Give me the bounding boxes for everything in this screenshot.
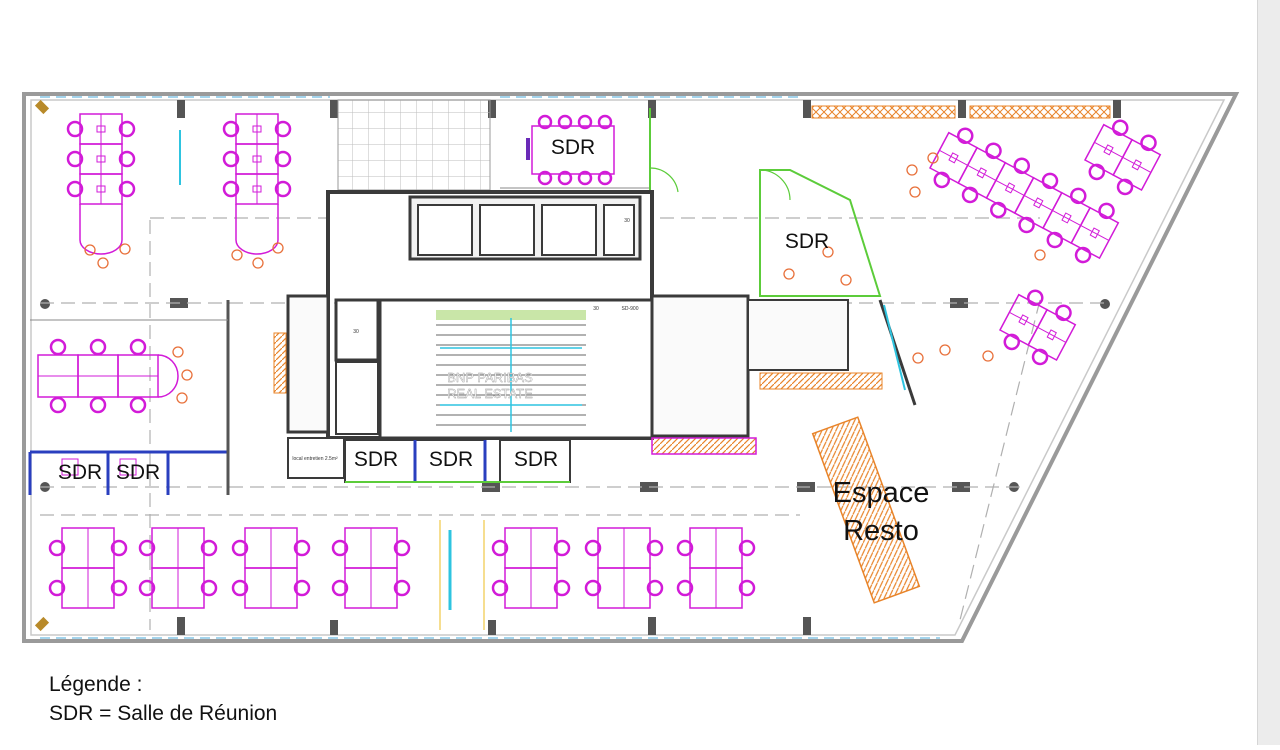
desk-cluster-bottom bbox=[231, 527, 311, 609]
desk-cluster-bottom bbox=[48, 527, 128, 609]
round-table-end-a bbox=[79, 204, 123, 255]
zone-label: Espace Resto bbox=[833, 477, 930, 547]
round-chair bbox=[906, 164, 918, 176]
round-table-end-b bbox=[235, 204, 279, 255]
round-chair bbox=[119, 243, 131, 255]
round-chair bbox=[84, 244, 96, 256]
watermark-line1: BNP PARIBAS bbox=[447, 370, 533, 385]
mark-room-2: 30 bbox=[593, 306, 599, 312]
sdr-label-right: SDR bbox=[785, 230, 829, 253]
round-chair bbox=[231, 249, 243, 261]
watermark: BNP PARIBAS REAL ESTATE bbox=[447, 370, 533, 401]
resto-bench bbox=[811, 416, 921, 604]
desk-cluster-bottom bbox=[138, 527, 218, 609]
round-chair bbox=[822, 246, 834, 258]
round-chair bbox=[272, 242, 284, 254]
desk-cluster-c bbox=[37, 338, 179, 414]
mark-room-3: SD-900 bbox=[622, 306, 639, 312]
scrollbar-gutter[interactable] bbox=[1257, 0, 1280, 745]
round-chair bbox=[783, 268, 795, 280]
round-chair bbox=[181, 369, 193, 381]
zone-label-line2: Resto bbox=[843, 515, 919, 547]
round-chair bbox=[252, 257, 264, 269]
sdr-label-core-3: SDR bbox=[514, 448, 558, 471]
desk-cluster-top-right bbox=[1083, 119, 1162, 196]
storage-label: local entretien 2.5m² bbox=[292, 456, 338, 462]
round-chair bbox=[927, 152, 939, 164]
sdr-label-core-1: SDR bbox=[354, 448, 398, 471]
furniture-layer bbox=[37, 113, 1162, 609]
core-marks: 30 30 30 SD-900 local entretien 2.5m² bbox=[292, 218, 638, 462]
small-table bbox=[61, 458, 79, 476]
legend-title: Légende : bbox=[49, 673, 143, 696]
round-chair bbox=[840, 274, 852, 286]
legend-entry: SDR = Salle de Réunion bbox=[49, 702, 278, 725]
desk-cluster-a bbox=[66, 113, 136, 205]
sdr-label-left-2: SDR bbox=[116, 461, 160, 484]
desk-cluster-bottom bbox=[331, 527, 411, 609]
sdr-top-table bbox=[526, 114, 615, 186]
round-chair bbox=[1034, 249, 1046, 261]
zone-label-line1: Espace bbox=[833, 477, 930, 509]
sdr-label-core-2: SDR bbox=[429, 448, 473, 471]
round-chair bbox=[939, 344, 951, 356]
desk-cluster-bottom bbox=[584, 527, 664, 609]
mark-room-1: 30 bbox=[353, 329, 359, 335]
desk-cluster-mid-right bbox=[998, 289, 1077, 366]
legend: Légende : SDR = Salle de Réunion bbox=[49, 670, 277, 728]
mark-lift-1: 30 bbox=[624, 218, 630, 224]
round-chair bbox=[172, 346, 184, 358]
small-table bbox=[119, 458, 137, 476]
sdr-label-left-1: SDR bbox=[58, 461, 102, 484]
grid-lines bbox=[40, 217, 1110, 630]
hatch-strips bbox=[273, 105, 1111, 394]
desk-cluster-bottom bbox=[676, 527, 756, 609]
round-chair bbox=[982, 350, 994, 362]
desk-cluster-b bbox=[222, 113, 292, 205]
sdr-label-top: SDR bbox=[551, 136, 595, 159]
central-core bbox=[286, 99, 849, 479]
watermark-line2: REAL ESTATE bbox=[447, 386, 533, 401]
room-labels: SDR SDR SDR SDR SDR SDR SDR bbox=[58, 136, 829, 484]
desk-cluster-bottom bbox=[491, 527, 571, 609]
partitions bbox=[28, 108, 917, 630]
desk-cluster-diagonal bbox=[928, 127, 1120, 264]
round-chair bbox=[97, 257, 109, 269]
round-chair bbox=[176, 392, 188, 404]
round-chair bbox=[909, 186, 921, 198]
round-chair bbox=[912, 352, 924, 364]
